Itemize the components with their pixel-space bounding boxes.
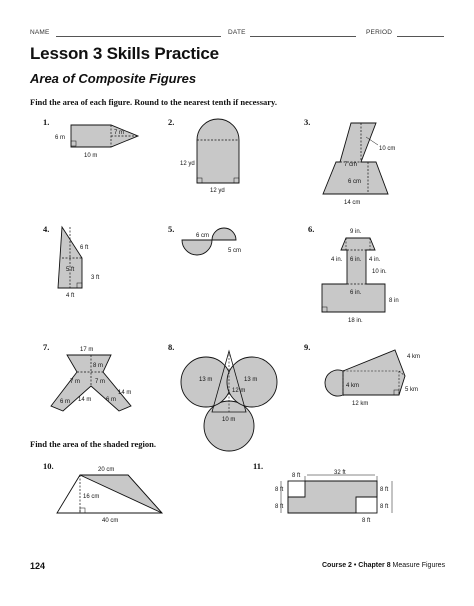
fig11-label-right-bottom: 8 ft: [380, 504, 389, 510]
fig6-label-left: 4 in.: [331, 257, 343, 263]
fig8-label-base: 10 m: [222, 417, 235, 423]
fig3-label-height: 6 cm: [348, 179, 361, 185]
period-blank[interactable]: [397, 36, 444, 37]
fig6-label-base-width: 18 in.: [348, 318, 363, 324]
fig5-label-left: 6 cm: [196, 233, 209, 239]
period-label: PERIOD: [366, 29, 393, 36]
fig9-label-height: 4 km: [346, 383, 359, 389]
fig11-label-top-left: 8 ft: [292, 473, 301, 479]
fig4-label-base: 4 ft: [66, 293, 75, 299]
footer-course-chapter: Course 2 • Chapter 8: [322, 562, 391, 569]
fig11-label-left-bottom: 8 ft: [275, 504, 284, 510]
fig2-label-base: 12 yd: [210, 188, 225, 194]
problem-number-5: 5.: [168, 224, 175, 234]
problem-number-10: 10.: [43, 461, 54, 471]
fig6-label-right: 4 in.: [369, 257, 381, 263]
date-blank[interactable]: [250, 36, 356, 37]
fig1-label-base: 10 m: [84, 153, 97, 159]
fig11-label-top: 32 ft: [334, 470, 346, 476]
fig2-label-height: 12 yd: [180, 161, 195, 167]
fig10-label-top: 20 cm: [98, 467, 114, 473]
fig4-label-mid: 5 ft: [66, 267, 75, 273]
fig4-label-top: 6 ft: [80, 245, 89, 251]
footer-course: Course 2 • Chapter 8 Measure Figures: [322, 562, 445, 569]
fig8-label-height: 12 m: [232, 388, 245, 394]
problem-number-2: 2.: [168, 117, 175, 127]
instructions-shaded: Find the area of the shaded region.: [30, 439, 157, 449]
fig11-label-left-top: 8 ft: [275, 487, 284, 493]
fig7-label-leg-right: 14 m: [118, 390, 131, 396]
problem-number-3: 3.: [304, 117, 311, 127]
fig9-label-top: 4 km: [407, 354, 420, 360]
fig9-label-right: 5 km: [405, 387, 418, 393]
fig7-label-foot-left: 6 m: [60, 399, 70, 405]
fig6-label-stem: 10 in.: [372, 269, 387, 275]
fig6-label-inner: 6 in.: [350, 257, 362, 263]
problem-number-11: 11.: [253, 461, 264, 471]
fig10-label-height: 16 cm: [83, 494, 99, 500]
fig7-label-top: 17 m: [80, 347, 93, 353]
fig1-label-height: 6 m: [55, 135, 65, 141]
page-subtitle: Area of Composite Figures: [30, 71, 197, 86]
name-label: NAME: [30, 29, 50, 36]
fig10-label-base: 40 cm: [102, 518, 118, 524]
footer-topic: Measure Figures: [392, 562, 446, 569]
fig5-label-right: 5 cm: [228, 248, 241, 254]
instructions: Find the area of each figure. Round to t…: [30, 97, 277, 107]
fig8-label-left: 13 m: [199, 377, 212, 383]
date-label: DATE: [228, 29, 246, 36]
fig7-label-foot-right: 6 m: [106, 397, 116, 403]
fig11-label-right-top: 8 ft: [380, 487, 389, 493]
fig7-label-left: 7 m: [70, 379, 80, 385]
fig3-label-base: 14 cm: [344, 200, 360, 206]
fig6-label-top: 9 in.: [350, 229, 362, 235]
page-number: 124: [30, 561, 46, 571]
fig7-label-right: 7 m: [95, 379, 105, 385]
fig7-label-height: 8 m: [93, 363, 103, 369]
fig11-label-bottom: 8 ft: [362, 518, 371, 524]
problem-number-8: 8.: [168, 342, 175, 352]
fig8-label-right: 13 m: [244, 377, 257, 383]
problem-number-9: 9.: [304, 342, 311, 352]
fig3-label-side: 10 cm: [379, 146, 395, 152]
fig9-label-base: 12 km: [352, 401, 368, 407]
fig7-label-leg-left: 14 m: [78, 397, 91, 403]
page-title: Lesson 3 Skills Practice: [30, 44, 219, 63]
fig4-label-side: 3 ft: [91, 275, 100, 281]
fig1-label-tip: 7 m: [114, 130, 124, 136]
problem-number-7: 7.: [43, 342, 50, 352]
problem-number-1: 1.: [43, 117, 50, 127]
fig6-label-base-inner: 6 in.: [350, 290, 362, 296]
name-blank[interactable]: [56, 36, 221, 37]
problem-number-4: 4.: [43, 224, 50, 234]
fig6-label-base-height: 8 in: [389, 298, 399, 304]
fig3-label-mid: 7 cm: [344, 162, 357, 168]
problem-number-6: 6.: [308, 224, 315, 234]
